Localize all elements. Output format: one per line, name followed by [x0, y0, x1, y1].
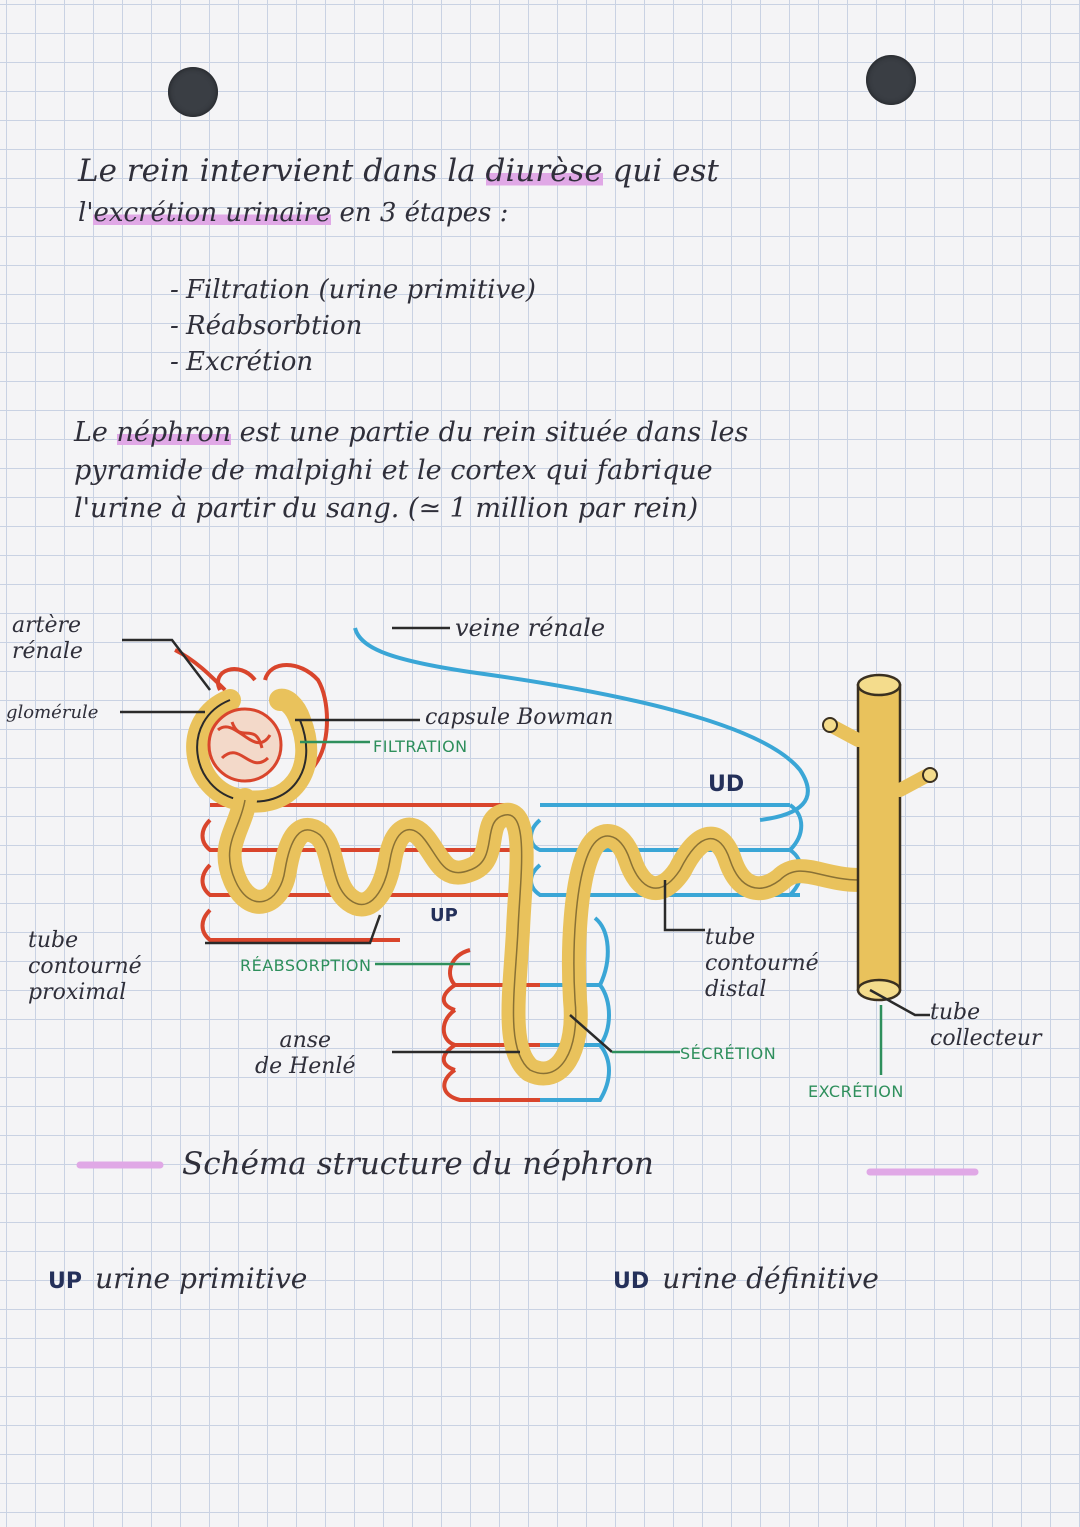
step-reabsorbtion: Réabsorbtion — [186, 311, 363, 341]
list-item: -Réabsorbtion — [170, 311, 363, 341]
process-lines — [300, 740, 883, 1075]
step-filtration: Filtration (urine primitive) — [186, 275, 536, 305]
nephron-text: est une partie du rein située dans les — [231, 417, 749, 448]
list-item: -Filtration (urine primitive) — [170, 275, 536, 305]
glomerulus — [207, 707, 283, 783]
nephron-text: l'urine à partir du sang. (≃ 1 million p… — [74, 493, 699, 524]
steps-list: -Filtration (urine primitive) -Réabsorbt… — [170, 272, 536, 380]
intro-text: en 3 étapes : — [331, 198, 509, 228]
label-excretion: EXCRÉTION — [808, 1082, 904, 1101]
highlight-excretion-urinaire: excrétion urinaire — [93, 198, 332, 228]
label-filtration: FILTRATION — [373, 737, 468, 756]
intro-text: Le rein intervient dans la — [78, 153, 486, 189]
label-veine-renale: veine rénale — [455, 614, 606, 642]
nephron-text: Le — [74, 417, 117, 448]
legend-ud: UD urine définitive — [613, 1262, 879, 1295]
punch-hole-left — [168, 67, 218, 117]
intro-paragraph: Le rein intervient dans la diurèse qui e… — [78, 150, 719, 234]
tag-up: UP — [430, 905, 458, 926]
legend-up-text: urine primitive — [95, 1262, 308, 1295]
vein-path — [353, 627, 810, 822]
nephron-paragraph: Le néphron est une partie du rein située… — [74, 414, 748, 528]
label-tube-proximal: tube contourné proximal — [28, 928, 142, 1005]
label-secretion: SÉCRÉTION — [680, 1044, 777, 1063]
legend-up-abbr: UP — [48, 1269, 82, 1294]
intro-text: l' — [78, 198, 94, 228]
label-anse-henle: anse de Henlé — [255, 1028, 356, 1079]
collecting-duct — [822, 673, 938, 1002]
label-capsule-bowman: capsule Bowman — [425, 705, 614, 730]
nephron-text: pyramide de malpighi et le cortex qui fa… — [74, 455, 713, 486]
legend-ud-abbr: UD — [613, 1269, 650, 1294]
punch-hole-right — [866, 55, 916, 105]
intro-text: qui est — [602, 153, 719, 189]
diagram-title: Schéma structure du néphron — [182, 1146, 654, 1182]
label-artere-renale: artère rénale — [12, 613, 83, 664]
highlight-nephron: néphron — [116, 417, 232, 448]
legend-up: UP urine primitive — [48, 1262, 307, 1295]
tag-ud: UD — [708, 772, 745, 797]
step-excretion: Excrétion — [186, 347, 314, 377]
label-reabsorption: RÉABSORPTION — [240, 956, 372, 975]
label-tube-collecteur: tube collecteur — [930, 1000, 1042, 1051]
leader-lines — [120, 626, 930, 1054]
highlight-diurese: diurèse — [485, 153, 603, 189]
capillary-loops-henle-red — [441, 948, 540, 1102]
legend-ud-text: urine définitive — [662, 1262, 879, 1295]
list-item: -Excrétion — [170, 347, 314, 377]
label-glomerule: glomérule — [6, 702, 99, 723]
label-tube-distal: tube contourné distal — [705, 925, 819, 1002]
